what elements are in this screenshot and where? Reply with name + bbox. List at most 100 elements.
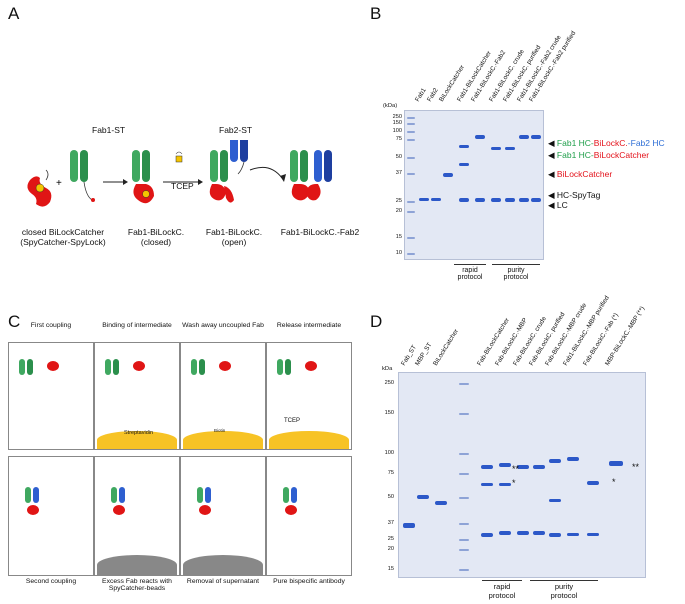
gel-b-marker-label: 75 [395, 136, 402, 142]
fab-icon [27, 359, 33, 375]
gel-b-marker-label: 37 [395, 170, 402, 176]
gel-d-band [417, 495, 429, 499]
label-fab1-st: Fab1-ST [92, 125, 126, 135]
caption-closed-bilockcatcher: closed BiLockCatcher (SpyCatcher-SpyLock… [8, 227, 118, 248]
gel-b-band [459, 198, 469, 202]
annot-bilockcatcher-only: BiLockCatcher [556, 169, 613, 179]
gel-b-rapid-protocol-label: protocol [457, 274, 483, 281]
caption-fab1-closed: Fab1-BiLockC. (closed) [116, 227, 196, 248]
gel-b-band [491, 198, 501, 202]
panel-b-letter: B [370, 4, 382, 23]
gel-d-ladder-band [459, 453, 469, 455]
fab-icon [199, 359, 205, 375]
gel-d-lane-label: MBP-BiLockC.-MBP (**) [604, 305, 647, 367]
gel-d-kda: kDa [382, 366, 393, 372]
gel-b-band [475, 135, 485, 139]
panel-c-bottom-title: Removal of supernatant [186, 578, 260, 585]
bilockcatcher-icon [133, 361, 145, 371]
fab-icon [119, 487, 125, 503]
spycatcher-beads [183, 555, 263, 575]
gel-b-ladder-band [407, 253, 415, 255]
fab-icon [111, 487, 117, 503]
gel-d-band [549, 459, 561, 463]
gel-d-band [549, 533, 561, 537]
gel-b-ladder-band [407, 211, 415, 213]
bispecific-product-icon [290, 150, 332, 201]
caption-fab1-closed-line2: (closed) [140, 236, 172, 247]
gel-b-marker-label: 10 [395, 250, 402, 256]
annot-fab2hc: Fab2 HC [630, 138, 665, 148]
fab-icon [33, 487, 39, 503]
fab2-icon [230, 140, 248, 175]
panel-c-top-box [266, 342, 352, 450]
gel-b-rapid-protocol: rapid protocol [452, 264, 488, 281]
gel-d-ladder-band [459, 413, 469, 415]
svg-text:+: + [56, 178, 62, 189]
gel-d-marker-label: 250 [384, 380, 394, 386]
gel-d-marker-label: 75 [387, 470, 394, 476]
gel-d-marker-label: 150 [384, 410, 394, 416]
gel-b-band [531, 135, 541, 139]
fab-icon [191, 359, 197, 375]
gel-b-marker-label: 250 [392, 114, 402, 120]
gel-d-lane-label: BiLockCatcher [432, 328, 461, 367]
gel-b-marker-label: 20 [395, 208, 402, 214]
gel-b-ladder-band [407, 117, 415, 119]
gel-d-rapid-protocol: rapid protocol [480, 580, 524, 600]
gel-d-band [435, 501, 447, 505]
panel-c-top-title: Wash away uncoupled Fab [182, 322, 264, 329]
caption-fab1-open: Fab1-BiLockC. (open) [194, 227, 274, 248]
gel-d-band [499, 463, 511, 467]
fab-icon [205, 487, 211, 503]
annotation-lc: ◀ LC [548, 200, 568, 211]
panel-c-top-title: Binding of intermediate [102, 322, 172, 329]
tcep-label-c: TCEP [284, 418, 301, 424]
gel-b-ladder-band [407, 237, 415, 239]
gel-d-ladder-band [459, 497, 469, 499]
gel-b-band [491, 147, 501, 150]
annot-fab1hc: Fab1 HC- [556, 138, 594, 148]
fab-icon [25, 487, 31, 503]
fab1-icon [70, 150, 95, 202]
caption-fab1-closed-line1: Fab1-BiLockC. [127, 227, 185, 237]
gel-b-band [475, 198, 485, 202]
panel-c-top-box [8, 342, 94, 450]
panel-c-bottom-title: Excess Fab reacts with SpyCatcher-beads [102, 578, 172, 592]
streptavidin-bead [97, 431, 177, 449]
gel-d-band [587, 481, 599, 485]
gel-d-rapid-label: rapid [493, 582, 511, 591]
annot-lc: LC [556, 200, 568, 210]
gel-b-lane-label: Fab2 [426, 86, 440, 103]
gel-d-ladder-band [459, 383, 469, 385]
gel-b-band [519, 135, 529, 139]
gel-b-purity-protocol-label: protocol [503, 274, 529, 281]
gel-b-ladder-band [407, 131, 415, 133]
gel-d-star-single-2: * [612, 477, 616, 487]
gel-d [398, 372, 646, 578]
caption-fab1-open-line2: (open) [221, 236, 247, 247]
gel-b-band [459, 145, 469, 148]
gel-b-band [443, 173, 453, 177]
annotation-fab1hc-bilockc-fab2hc: ◀ Fab1 HC-BiLockC.-Fab2 HC [548, 138, 665, 149]
panel-c-top-box [94, 342, 180, 450]
gel-b [404, 110, 544, 260]
gel-d-band [499, 483, 511, 486]
gel-b-ladder-band [407, 157, 415, 159]
caption-product: Fab1-BiLockC.-Fab2 [280, 227, 360, 237]
gel-d-marker-label: 50 [387, 494, 394, 500]
gel-d-ladder-band [459, 523, 469, 525]
gel-d-star-double-2: ** [632, 462, 640, 472]
arrow-icon: ◀ [548, 200, 555, 210]
fab1-bilockc-closed-icon [132, 150, 154, 204]
gel-d-ladder-band [459, 539, 469, 541]
fab-icon [197, 487, 203, 503]
panel-c-top-title: First coupling [30, 322, 72, 329]
panel-c-bottom-title: Second coupling [25, 578, 77, 585]
panel-c-top-box [180, 342, 266, 450]
arrow-icon: ◀ [548, 150, 555, 160]
tcep-molecule-icon [175, 151, 183, 163]
fab-icon [291, 487, 297, 503]
streptavidin-bead [269, 431, 349, 449]
panel-c-top-title: Release intermediate [276, 322, 342, 329]
streptavidin-label: Streptavidin [124, 430, 154, 436]
